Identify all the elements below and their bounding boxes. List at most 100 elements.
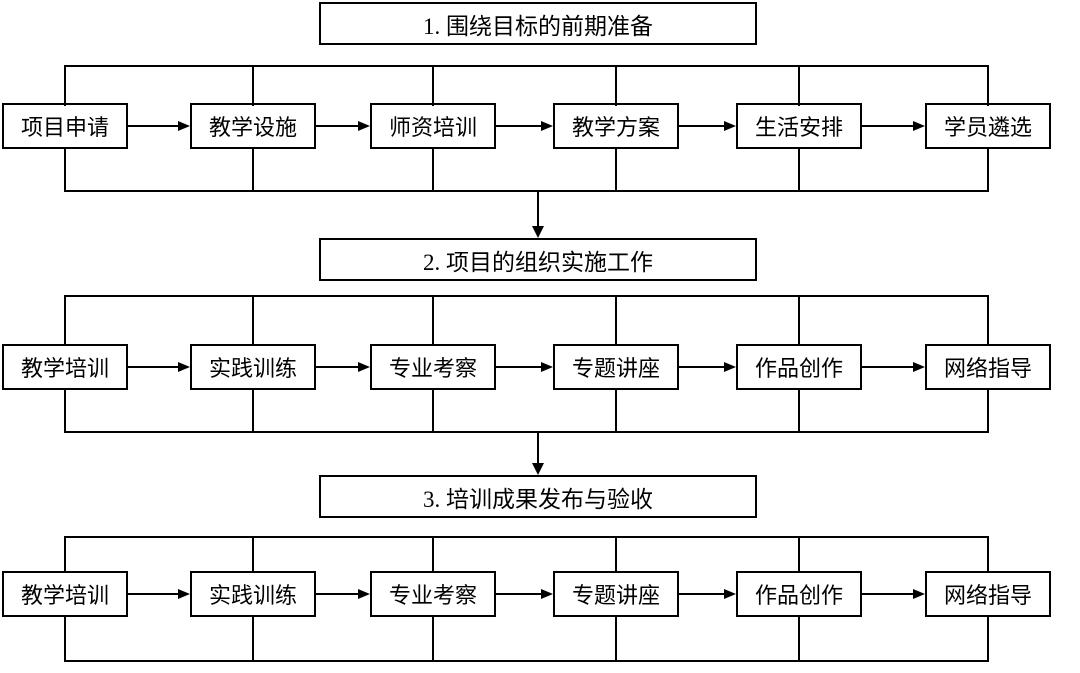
flow-arrow-icon xyxy=(128,588,190,600)
connector-line xyxy=(432,65,434,106)
connector-line xyxy=(64,65,989,67)
flow-arrow-icon xyxy=(316,120,370,132)
step-box: 实践训练 xyxy=(190,344,316,390)
stage-1-title: 1. 围绕目标的前期准备 xyxy=(423,13,653,39)
connector-line xyxy=(64,65,66,106)
flow-arrow-icon xyxy=(316,588,370,600)
connector-line xyxy=(798,65,800,106)
step-label: 学员遴选 xyxy=(943,115,1032,140)
step-label: 作品创作 xyxy=(754,356,843,381)
connector-line xyxy=(64,615,66,662)
step-box: 作品创作 xyxy=(736,344,862,390)
connector-line xyxy=(64,431,989,433)
step-label: 实践训练 xyxy=(208,583,297,608)
step-box: 学员遴选 xyxy=(925,103,1051,149)
step-label: 教学培训 xyxy=(20,583,109,608)
flow-arrow-icon xyxy=(679,361,736,373)
step-box: 教学培训 xyxy=(2,571,128,617)
flow-down-arrow-icon xyxy=(532,190,544,238)
flow-arrow-icon xyxy=(679,588,736,600)
connector-line xyxy=(987,295,989,346)
connector-line xyxy=(615,65,617,106)
step-box: 网络指导 xyxy=(925,571,1051,617)
connector-line xyxy=(615,536,617,573)
step-box: 作品创作 xyxy=(736,571,862,617)
stage-3-title: 3. 培训成果发布与验收 xyxy=(423,486,653,512)
connector-line xyxy=(252,536,254,573)
connector-line xyxy=(987,536,989,573)
connector-line xyxy=(64,660,989,662)
connector-line xyxy=(798,615,800,662)
flow-arrow-icon xyxy=(128,361,190,373)
connector-line xyxy=(987,615,989,662)
step-box: 教学培训 xyxy=(2,344,128,390)
stage-2-title-box: 2. 项目的组织实施工作 xyxy=(319,238,757,281)
step-box: 教学设施 xyxy=(190,103,316,149)
connector-line xyxy=(432,615,434,662)
flow-arrow-icon xyxy=(679,120,736,132)
step-box: 实践训练 xyxy=(190,571,316,617)
connector-line xyxy=(987,147,989,192)
connector-line xyxy=(432,536,434,573)
connector-line xyxy=(252,295,254,346)
connector-line xyxy=(64,190,989,192)
connector-line xyxy=(987,388,989,433)
connector-line xyxy=(615,388,617,433)
flow-arrow-icon xyxy=(862,588,925,600)
flow-arrow-icon xyxy=(496,361,553,373)
step-label: 专业考察 xyxy=(388,583,477,608)
connector-line xyxy=(64,295,66,346)
connector-line xyxy=(64,388,66,433)
step-box: 专业考察 xyxy=(370,344,496,390)
connector-line xyxy=(798,147,800,192)
flow-arrow-icon xyxy=(496,588,553,600)
step-label: 生活安排 xyxy=(754,115,843,140)
step-box: 专业考察 xyxy=(370,571,496,617)
step-box: 专题讲座 xyxy=(553,344,679,390)
stage-1-title-box: 1. 围绕目标的前期准备 xyxy=(319,2,757,45)
flow-down-arrow-icon xyxy=(532,431,544,475)
connector-line xyxy=(798,295,800,346)
connector-line xyxy=(432,295,434,346)
stage-3-title-box: 3. 培训成果发布与验收 xyxy=(319,475,757,518)
step-label: 网络指导 xyxy=(943,583,1032,608)
connector-line xyxy=(252,615,254,662)
step-box: 师资培训 xyxy=(370,103,496,149)
step-label: 专业考察 xyxy=(388,356,477,381)
connector-line xyxy=(64,147,66,192)
flow-arrow-icon xyxy=(862,120,925,132)
connector-line xyxy=(64,536,66,573)
step-label: 师资培训 xyxy=(388,115,477,140)
connector-line xyxy=(615,295,617,346)
flow-arrow-icon xyxy=(316,361,370,373)
connector-line xyxy=(615,147,617,192)
flow-arrow-icon xyxy=(496,120,553,132)
connector-line xyxy=(432,147,434,192)
step-label: 网络指导 xyxy=(943,356,1032,381)
step-box: 网络指导 xyxy=(925,344,1051,390)
step-label: 教学方案 xyxy=(571,115,660,140)
connector-line xyxy=(252,388,254,433)
flow-arrow-icon xyxy=(862,361,925,373)
step-label: 专题讲座 xyxy=(571,356,660,381)
connector-line xyxy=(252,65,254,106)
step-label: 作品创作 xyxy=(754,583,843,608)
step-label: 项目申请 xyxy=(20,115,109,140)
step-box: 专题讲座 xyxy=(553,571,679,617)
connector-line xyxy=(64,536,989,538)
connector-line xyxy=(987,65,989,106)
connector-line xyxy=(64,295,989,297)
stage-2-title: 2. 项目的组织实施工作 xyxy=(423,249,653,275)
connector-line xyxy=(798,388,800,433)
step-label: 专题讲座 xyxy=(571,583,660,608)
step-label: 实践训练 xyxy=(208,356,297,381)
connector-line xyxy=(432,388,434,433)
connector-line xyxy=(615,615,617,662)
step-box: 教学方案 xyxy=(553,103,679,149)
flow-arrow-icon xyxy=(128,120,190,132)
step-label: 教学设施 xyxy=(208,115,297,140)
step-box: 项目申请 xyxy=(2,103,128,149)
step-label: 教学培训 xyxy=(20,356,109,381)
step-box: 生活安排 xyxy=(736,103,862,149)
